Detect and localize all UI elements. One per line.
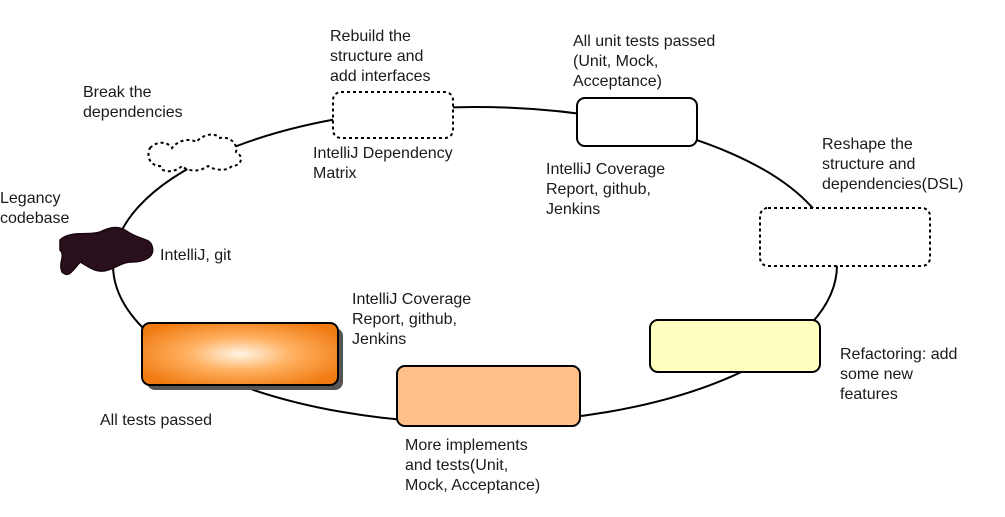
refactoring-box [649, 319, 821, 373]
reshape-box [759, 207, 931, 267]
legacy-codebase-blob [59, 226, 154, 276]
rebuild-label: Rebuild the structure and add interfaces [330, 28, 431, 85]
reshape-label: Reshape the structure and dependencies(D… [822, 136, 964, 193]
refactoring-label: Refactoring: add some new features [840, 346, 958, 403]
break-dependencies-label: Break the dependencies [83, 84, 183, 121]
unit-tests-label: All unit tests passed (Unit, Mock, Accep… [573, 33, 716, 90]
unit-tests-box [576, 97, 698, 147]
legacy-tools-label: IntelliJ, git [160, 247, 232, 264]
break-dependencies-cloud [147, 133, 242, 173]
legacy-codebase-label: Legancy codebase [0, 190, 70, 227]
more-implements-box [396, 365, 581, 427]
all-tests-tools-label: IntelliJ Coverage Report, github, Jenkin… [352, 291, 472, 348]
all-tests-box [141, 322, 339, 386]
rebuild-box [332, 91, 454, 139]
all-tests-label: All tests passed [100, 412, 213, 429]
unit-tests-tools-label: IntelliJ Coverage Report, github, Jenkin… [546, 161, 666, 218]
rebuild-tools-label: IntelliJ Dependency Matrix [313, 145, 453, 182]
more-implements-label: More implements and tests(Unit, Mock, Ac… [405, 437, 541, 494]
